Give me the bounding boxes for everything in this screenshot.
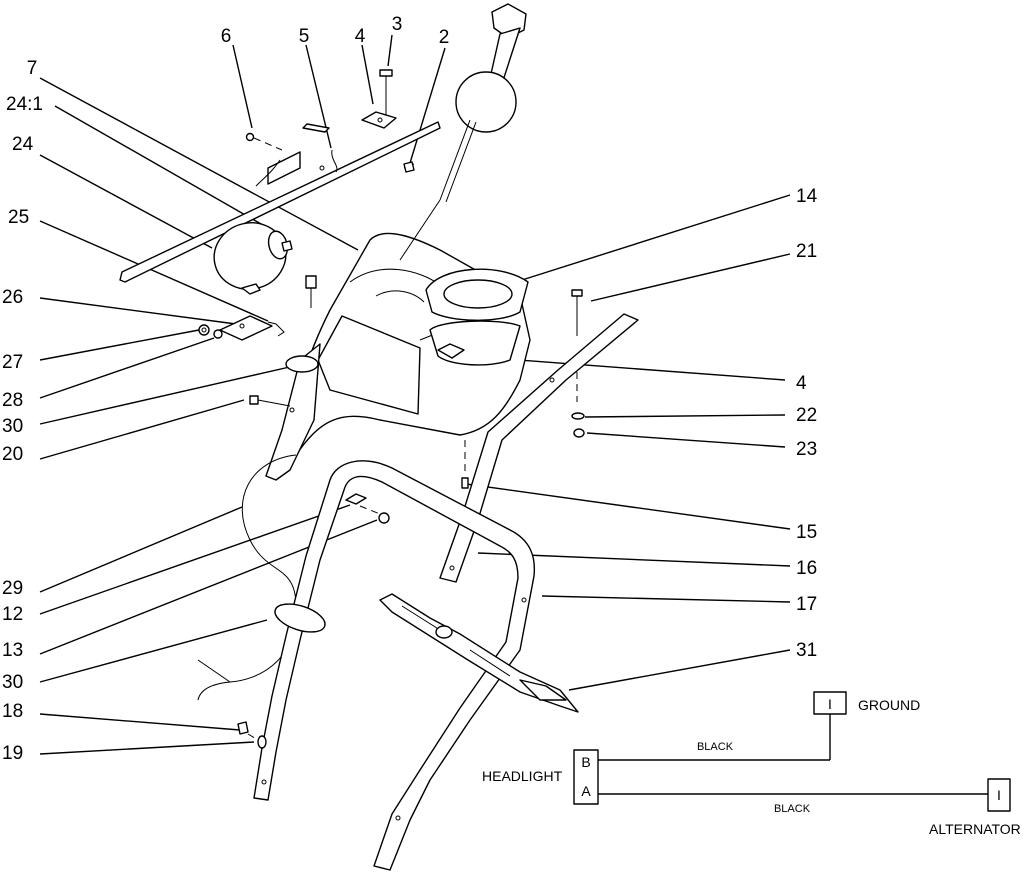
bolt-2 (403, 161, 415, 173)
alternator-terminal-box (987, 778, 1011, 812)
clip-4-top (361, 111, 397, 129)
callout-15: 15 (796, 522, 817, 543)
mounting-bar (119, 121, 441, 283)
callout-25: 25 (8, 207, 29, 228)
callout-20: 20 (2, 444, 23, 465)
wire-connector (305, 275, 317, 308)
pin-a: A (581, 783, 591, 799)
callout-22: 22 (796, 405, 817, 426)
callout-27: 27 (2, 352, 23, 373)
callout-3: 3 (392, 14, 403, 35)
callout-7: 7 (27, 58, 38, 79)
callout-6: 6 (221, 26, 232, 47)
boot-14 (425, 268, 529, 366)
bolt-20 (249, 395, 291, 407)
callout-labels: 6 5 4 3 2 7 24:1 24 25 26 27 28 30 20 29… (2, 14, 818, 764)
chute-control-rod-31 (379, 593, 579, 713)
headlight-label: HEADLIGHT (482, 768, 563, 784)
headlight-24 (213, 222, 293, 295)
callout-4-right: 4 (796, 373, 807, 394)
callout-31: 31 (796, 640, 817, 661)
callout-5: 5 (299, 26, 310, 47)
left-upper-handle (265, 343, 321, 481)
callout-19: 19 (2, 743, 23, 764)
callout-24: 24 (12, 134, 34, 155)
headlight-connector (573, 749, 599, 805)
callout-26: 26 (2, 287, 23, 308)
callout-24-1: 24:1 (6, 94, 43, 115)
bracket-26 (219, 315, 285, 341)
bolt-15 (461, 440, 469, 489)
alternator-terminal-mark: I (997, 787, 1001, 803)
callout-17: 17 (796, 594, 817, 615)
callout-12: 12 (2, 604, 23, 625)
clip-30-lower (274, 603, 326, 633)
callout-23: 23 (796, 439, 817, 460)
bolt-3 (379, 69, 393, 116)
ground-label: GROUND (858, 697, 920, 713)
callout-16: 16 (796, 558, 817, 579)
ground-terminal-mark: I (828, 696, 832, 712)
callout-18: 18 (2, 701, 23, 722)
alternator-label: ALTERNATOR (929, 821, 1021, 837)
callout-13: 13 (2, 640, 23, 661)
wire-top-color: BLACK (697, 741, 734, 753)
callout-14: 14 (796, 186, 818, 207)
shift-lever-grip (399, 3, 527, 261)
callout-2: 2 (439, 27, 450, 48)
bolt-12-nut-13 (345, 493, 390, 524)
lower-handle-16-17 (253, 460, 536, 871)
callout-29: 29 (2, 578, 23, 599)
nut-27-washer-28 (198, 324, 223, 339)
callout-28: 28 (2, 390, 23, 411)
callout-4: 4 (355, 26, 366, 47)
callout-30-upper: 30 (2, 416, 23, 437)
bolt-18-washer-19 (237, 721, 267, 749)
clip-30-upper (285, 355, 319, 373)
callout-30-lower: 30 (2, 672, 23, 693)
wire-bottom-color: BLACK (774, 803, 811, 815)
pin-b: B (581, 754, 590, 770)
callout-21: 21 (796, 241, 817, 262)
wiring-schematic: I GROUND BLACK B A HEADLIGHT BLACK I ALT… (482, 691, 1021, 837)
